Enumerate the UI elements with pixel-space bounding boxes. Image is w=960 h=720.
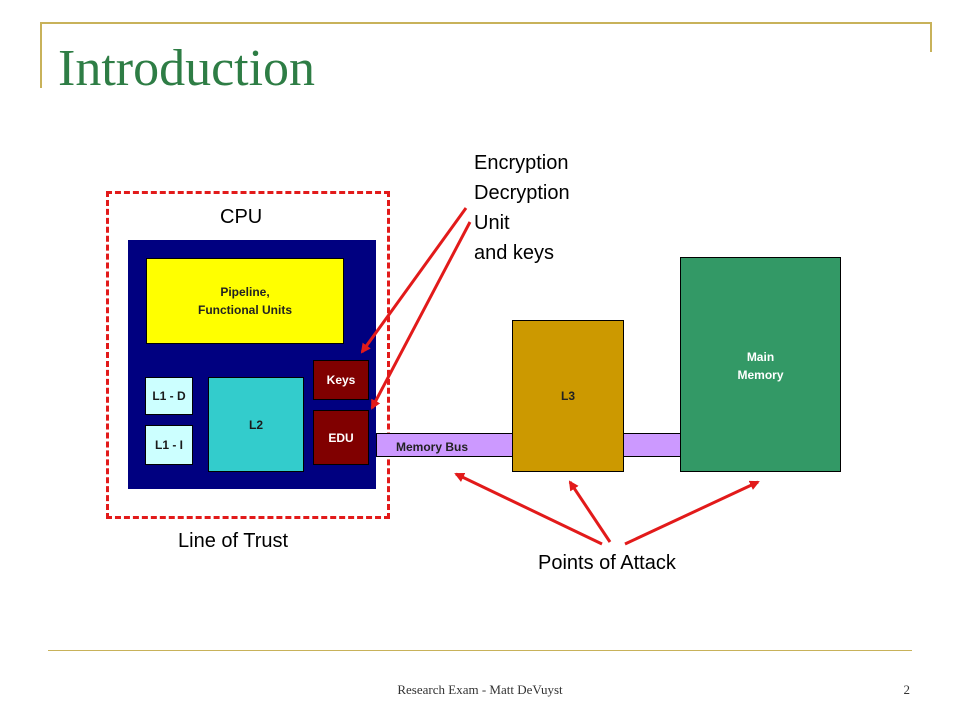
edu-box: EDU bbox=[313, 410, 369, 465]
l3-cache: L3 bbox=[512, 320, 624, 472]
slide-footer: Research Exam - Matt DeVuyst bbox=[397, 682, 563, 697]
points-of-attack-label: Points of Attack bbox=[538, 552, 676, 574]
l2-cache: L2 bbox=[208, 377, 304, 472]
main-memory-label-line1: Main bbox=[746, 350, 775, 364]
memory-bus-label: Memory Bus bbox=[396, 440, 469, 454]
l1-data-cache: L1 - D bbox=[145, 377, 193, 415]
keys-box: Keys bbox=[313, 360, 369, 400]
page-number: 2 bbox=[903, 682, 911, 697]
frame-right-rule bbox=[930, 22, 932, 52]
pipeline-box: Pipeline, Functional Units bbox=[146, 258, 344, 344]
pipeline-label-line1: Pipeline, bbox=[220, 285, 270, 299]
frame-bottom-rule bbox=[48, 650, 912, 651]
arrow-to-keys bbox=[360, 207, 468, 354]
l1-instruction-cache: L1 - I bbox=[145, 425, 193, 465]
line-of-trust-boundary bbox=[106, 191, 390, 519]
frame-top-rule bbox=[40, 22, 932, 24]
arrow-to-l3 bbox=[568, 480, 612, 543]
cpu-label: CPU bbox=[220, 206, 263, 228]
pipeline-label-line2: Functional Units bbox=[198, 303, 292, 317]
encryption-unit-annotation: Encryption Decryption Unit and keys bbox=[474, 148, 570, 268]
slide-title: Introduction bbox=[58, 40, 316, 97]
main-memory-box: Main Memory bbox=[680, 257, 841, 472]
line-of-trust-label: Line of Trust bbox=[178, 530, 289, 552]
unit-line: Unit bbox=[474, 212, 510, 234]
frame-left-rule bbox=[40, 22, 42, 88]
encryption-line: Encryption bbox=[474, 152, 569, 174]
decryption-line: Decryption bbox=[474, 182, 570, 204]
arrow-to-main-memory bbox=[624, 480, 760, 546]
and-keys-line: and keys bbox=[474, 242, 555, 264]
arrow-to-edu bbox=[370, 221, 472, 410]
main-memory-label-line2: Memory bbox=[737, 368, 784, 382]
arrow-to-memory-bus bbox=[454, 472, 603, 546]
